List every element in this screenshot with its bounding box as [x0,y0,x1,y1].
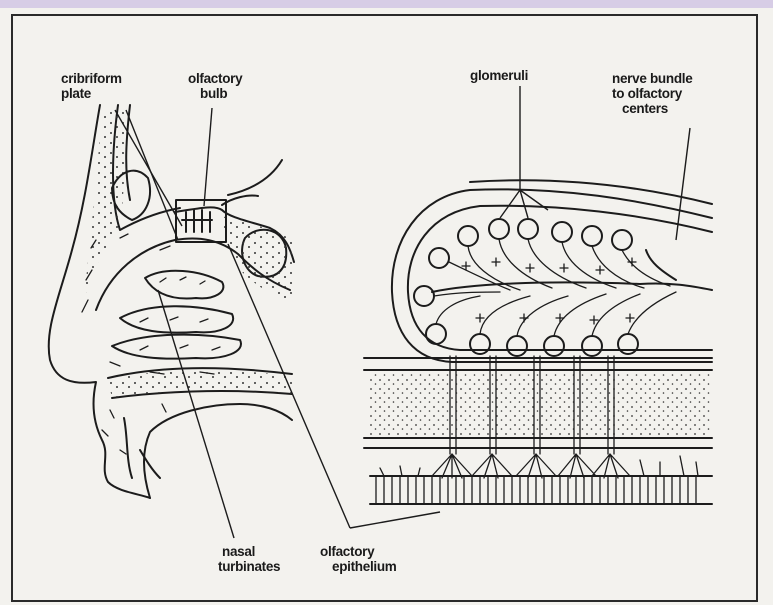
olfactory-receptor-cells [376,476,696,504]
label-glomeruli: glomeruli [470,68,528,83]
head-section [49,105,296,498]
label-olfactory-bulb-line-2: bulb [188,86,242,101]
middle-turbinate [120,306,233,332]
label-olfactory-epithelium-line-2: epithelium [320,559,397,574]
label-nasal-turbinates-line-2: turbinates [218,559,280,574]
label-nasal-turbinates-line-1: nasal [218,544,280,559]
label-nerve-bundle-line-3: centers [612,101,692,116]
label-nerve-bundle-line-1: nerve bundle [612,71,692,86]
leader-glomeruli [500,86,548,218]
label-nerve-bundle: nerve bundle to olfactory centers [612,71,692,116]
magnified-detail [364,180,712,504]
label-cribriform-plate: cribriform plate [61,71,122,101]
leader-lines [115,86,690,538]
label-olfactory-epithelium: olfactory epithelium [320,544,397,574]
mitral-cell-fibers [434,239,676,336]
glomeruli-upper-row [414,219,632,306]
label-nerve-bundle-line-2: to olfactory [612,86,692,101]
label-olfactory-bulb: olfactory bulb [188,71,242,101]
label-cribriform-plate-line-1: cribriform [61,71,122,86]
label-cribriform-plate-line-2: plate [61,86,122,101]
label-olfactory-bulb-line-1: olfactory [188,71,242,86]
glomeruli-lower-row [426,324,638,356]
superior-turbinate [145,271,223,299]
leader-nerve-bundle [676,128,690,240]
leader-olfactory-bulb [204,108,212,206]
label-nasal-turbinates: nasal turbinates [218,544,280,574]
label-glomeruli-line-1: glomeruli [470,68,528,83]
inferior-turbinate [112,335,241,359]
bulb-inner-shell [408,206,712,350]
label-olfactory-epithelium-line-1: olfactory [320,544,397,559]
leader-nasal-turbinates [158,290,234,538]
